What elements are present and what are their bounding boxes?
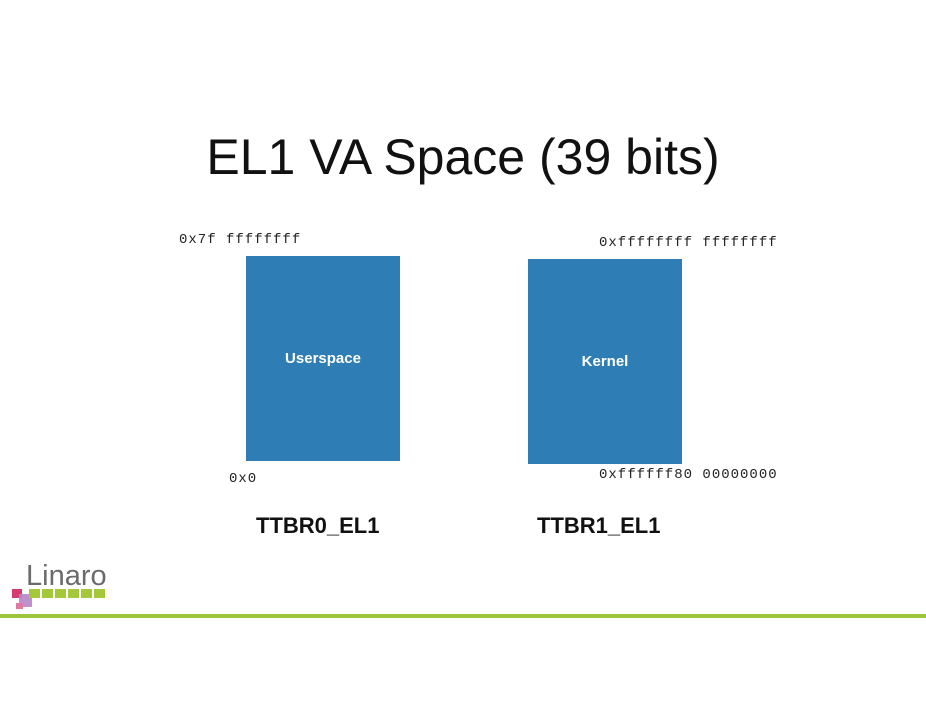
user-bottom-address: 0x0 xyxy=(229,471,258,487)
user-top-address: 0x7f ffffffff xyxy=(179,232,302,248)
kernel-top-address: 0xffffffff ffffffff xyxy=(599,235,778,251)
ttbr0-label: TTBR0_EL1 xyxy=(256,513,380,538)
userspace-label: Userspace xyxy=(285,350,361,367)
footer-divider xyxy=(0,614,926,618)
slide-title: EL1 VA Space (39 bits) xyxy=(206,129,720,185)
kernel-label: Kernel xyxy=(581,353,629,370)
kernel-bottom-address: 0xffffff80 00000000 xyxy=(599,467,778,483)
userspace-region: Userspace xyxy=(246,256,400,461)
ttbr1-label: TTBR1_EL1 xyxy=(537,513,661,538)
kernel-region: Kernel xyxy=(528,259,682,464)
